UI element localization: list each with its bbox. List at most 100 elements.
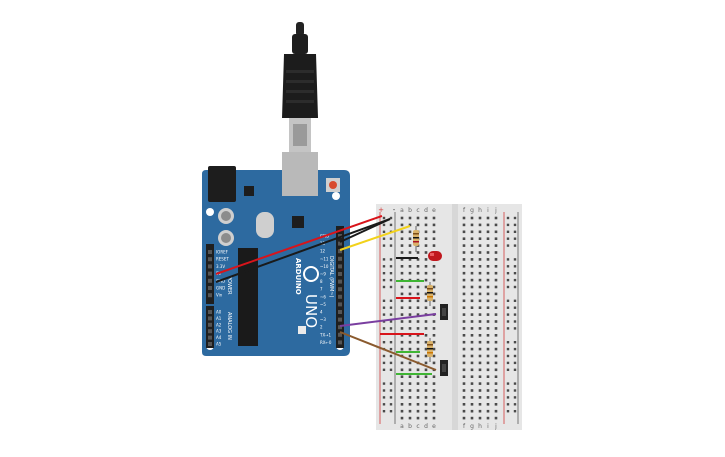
breadboard-hole[interactable] [494,299,498,303]
breadboard-hole[interactable] [424,265,428,268]
rail-hole[interactable] [513,223,517,227]
wire-pin2-purple[interactable] [339,313,437,327]
breadboard-hole[interactable] [408,230,412,234]
breadboard-hole[interactable] [470,271,474,275]
digital-pin-hole[interactable] [338,241,342,246]
breadboard-hole[interactable] [470,347,474,351]
digital-pin-hole[interactable] [338,310,342,314]
rail-hole[interactable] [389,396,393,399]
breadboard-hole[interactable] [416,416,420,420]
rail-hole[interactable] [513,410,517,413]
breadboard-hole[interactable] [478,292,482,296]
breadboard-hole[interactable] [486,292,490,296]
breadboard-hole[interactable] [486,389,490,392]
breadboard-hole[interactable] [400,265,404,268]
breadboard-hole[interactable] [462,285,466,289]
rail-hole[interactable] [382,244,386,247]
breadboard-hole[interactable] [462,265,466,268]
wire-pin13-yellow[interactable] [339,225,411,251]
rail-hole[interactable] [513,382,517,385]
breadboard-hole[interactable] [408,265,412,268]
breadboard-hole[interactable] [424,389,428,392]
rail-hole[interactable] [389,272,393,275]
breadboard-hole[interactable] [494,292,498,296]
breadboard-hole[interactable] [494,354,498,358]
breadboard-hole[interactable] [462,230,466,234]
breadboard-hole[interactable] [416,271,420,275]
breadboard-hole[interactable] [432,347,436,351]
breadboard-hole[interactable] [494,409,498,413]
breadboard-hole[interactable] [424,216,428,220]
breadboard-hole[interactable] [408,258,412,261]
breadboard-hole[interactable] [470,320,474,323]
rail-hole[interactable] [506,299,510,302]
rail-hole[interactable] [382,382,386,385]
breadboard-hole[interactable] [462,347,466,351]
breadboard-hole[interactable] [494,327,498,330]
rail-hole[interactable] [389,403,393,406]
breadboard-hole[interactable] [486,382,490,385]
breadboard-hole[interactable] [416,409,420,413]
breadboard-hole[interactable] [408,313,412,316]
rail-hole[interactable] [513,361,517,365]
rail-hole[interactable] [506,285,510,289]
breadboard-hole[interactable] [462,327,466,330]
breadboard-hole[interactable] [486,409,490,413]
breadboard-hole[interactable] [416,258,420,261]
breadboard-hole[interactable] [494,361,498,365]
breadboard-hole[interactable] [486,320,490,323]
breadboard-hole[interactable] [478,258,482,261]
breadboard-hole[interactable] [462,403,466,406]
breadboard-hole[interactable] [408,403,412,406]
rail-hole[interactable] [382,237,386,240]
breadboard-hole[interactable] [416,396,420,399]
breadboard-hole[interactable] [408,237,412,240]
rail-hole[interactable] [513,299,517,302]
breadboard-hole[interactable] [486,313,490,316]
breadboard-hole[interactable] [432,223,436,227]
rail-hole[interactable] [506,354,510,358]
breadboard-hole[interactable] [408,306,412,309]
breadboard-hole[interactable] [400,313,404,316]
rail-hole[interactable] [382,272,386,275]
breadboard-hole[interactable] [424,251,428,254]
digital-pin-hole[interactable] [338,249,342,254]
wire-gnd-black-2[interactable] [339,218,391,243]
breadboard-hole[interactable] [432,334,436,337]
breadboard-hole[interactable] [408,334,412,337]
breadboard-hole[interactable] [478,334,482,337]
rail-hole[interactable] [382,265,386,268]
digital-pin-hole[interactable] [338,294,342,299]
breadboard-hole[interactable] [400,347,404,351]
breadboard-hole[interactable] [400,389,404,392]
rail-hole[interactable] [513,403,517,406]
breadboard-hole[interactable] [478,389,482,392]
breadboard-hole[interactable] [432,292,436,296]
rail-hole[interactable] [382,403,386,406]
breadboard-hole[interactable] [432,237,436,240]
rail-hole[interactable] [389,313,393,316]
breadboard-hole[interactable] [400,285,404,289]
breadboard-hole[interactable] [462,361,466,365]
breadboard-hole[interactable] [486,244,490,247]
rail-hole[interactable] [506,244,510,247]
power-pin-hole[interactable] [208,264,212,269]
breadboard-hole[interactable] [408,340,412,344]
breadboard-hole[interactable] [432,327,436,330]
breadboard-hole[interactable] [400,327,404,330]
rail-hole[interactable] [513,306,517,309]
breadboard-hole[interactable] [462,320,466,323]
breadboard-hole[interactable] [400,292,404,296]
breadboard-hole[interactable] [416,313,420,316]
breadboard-hole[interactable] [424,230,428,234]
breadboard-hole[interactable] [400,368,404,372]
power-pin-hole[interactable] [208,286,212,290]
rail-hole[interactable] [506,382,510,385]
breadboard-hole[interactable] [494,375,498,378]
breadboard-hole[interactable] [400,230,404,234]
rail-hole[interactable] [506,223,510,227]
rail-hole[interactable] [389,237,393,240]
breadboard-hole[interactable] [494,396,498,399]
rail-hole[interactable] [389,354,393,358]
breadboard-hole[interactable] [432,306,436,309]
